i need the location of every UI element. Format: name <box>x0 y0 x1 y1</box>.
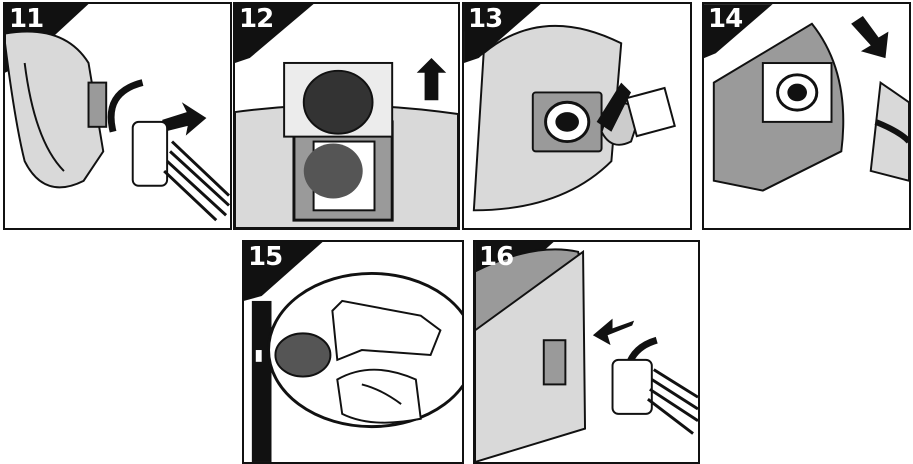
remove-bag-illustration <box>464 4 690 228</box>
step-number: 15 <box>248 242 282 272</box>
step-number: 14 <box>708 4 742 34</box>
unscrew-hose-illustration <box>5 4 230 228</box>
reattach-hose-illustration <box>475 242 698 462</box>
step-14-panel: 14 <box>702 2 911 230</box>
step-number: 12 <box>239 4 273 34</box>
step-number: 16 <box>479 242 513 272</box>
step-15-panel: 15 <box>242 240 464 464</box>
insert-bag-illustration <box>704 4 909 228</box>
step-16-panel: 16 <box>473 240 700 464</box>
lift-filter-illustration <box>235 4 458 228</box>
step-number: 11 <box>9 4 43 34</box>
step-11-panel: 11 <box>3 2 232 230</box>
step-number: 13 <box>468 4 502 34</box>
step-12-panel: 12 <box>233 2 460 230</box>
clean-filter-illustration <box>244 242 462 462</box>
step-13-panel: 13 <box>462 2 692 230</box>
